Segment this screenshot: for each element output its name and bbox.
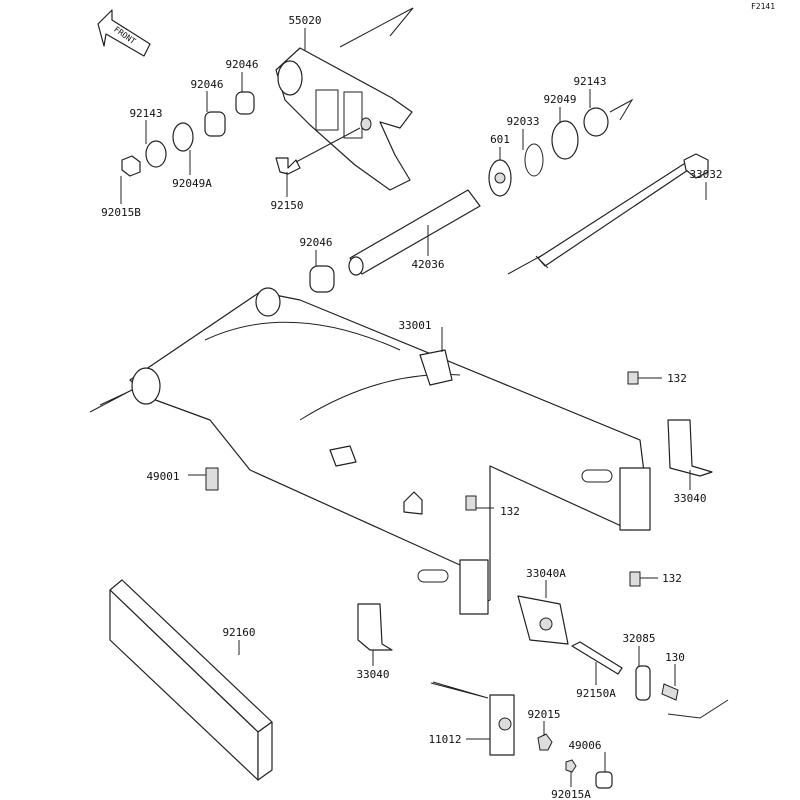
lower-right-parts — [489, 641, 679, 789]
part-label[interactable]: 42036 — [411, 258, 444, 271]
part-label[interactable]: 33040 — [673, 492, 706, 505]
upper-left-parts — [121, 91, 361, 177]
part-label[interactable]: 92046 — [299, 236, 332, 249]
part-label[interactable]: 92046 — [190, 78, 223, 91]
part-label[interactable]: 55020 — [288, 14, 321, 27]
pivot-shaft-part — [535, 153, 709, 269]
chain-guide-part — [275, 47, 413, 191]
part-label[interactable]: 11012 — [428, 733, 461, 746]
part-label[interactable]: 130 — [665, 651, 685, 664]
part-label[interactable]: 92143 — [129, 107, 162, 120]
part-label[interactable]: 33032 — [689, 168, 722, 181]
part-label[interactable]: 601 — [490, 133, 510, 146]
swingarm-part — [129, 287, 651, 615]
diagram-code: F2141 — [751, 2, 775, 11]
part-label[interactable]: 33040 — [356, 668, 389, 681]
part-label[interactable]: 132 — [500, 505, 520, 518]
part-label[interactable]: 92015 — [527, 708, 560, 721]
upper-right-parts — [488, 107, 609, 197]
chain-slipper-part — [109, 579, 273, 781]
part-label[interactable]: 49006 — [568, 739, 601, 752]
direction-pointer — [339, 7, 414, 48]
part-labels: 55020 92046 92046 92143 92049A 92015B 92… — [101, 14, 722, 800]
part-label[interactable]: 92046 — [225, 58, 258, 71]
chain-adjusters — [205, 371, 713, 651]
part-label[interactable]: 92015B — [101, 206, 141, 219]
leader-lines — [120, 28, 707, 787]
part-label[interactable]: 32085 — [622, 632, 655, 645]
front-arrow-icon: FRONT — [97, 9, 151, 57]
direction-pointer — [609, 98, 634, 121]
part-label[interactable]: 92033 — [506, 115, 539, 128]
part-label[interactable]: 92015A — [551, 788, 591, 800]
part-label[interactable]: 132 — [667, 372, 687, 385]
part-label[interactable]: 92049A — [172, 177, 212, 190]
part-label[interactable]: 92160 — [222, 626, 255, 639]
part-label[interactable]: 92049 — [543, 93, 576, 106]
part-label[interactable]: 33001 — [398, 319, 431, 332]
part-label[interactable]: 33040A — [526, 567, 566, 580]
direction-pointer — [89, 389, 133, 413]
part-label[interactable]: 132 — [662, 572, 682, 585]
part-label[interactable]: 92150A — [576, 687, 616, 700]
sleeve-part — [309, 189, 481, 293]
part-label[interactable]: 92150 — [270, 199, 303, 212]
part-label[interactable]: 49001 — [146, 470, 179, 483]
direction-pointer — [667, 699, 729, 719]
direction-pointer — [430, 681, 489, 699]
part-label[interactable]: 92143 — [573, 75, 606, 88]
